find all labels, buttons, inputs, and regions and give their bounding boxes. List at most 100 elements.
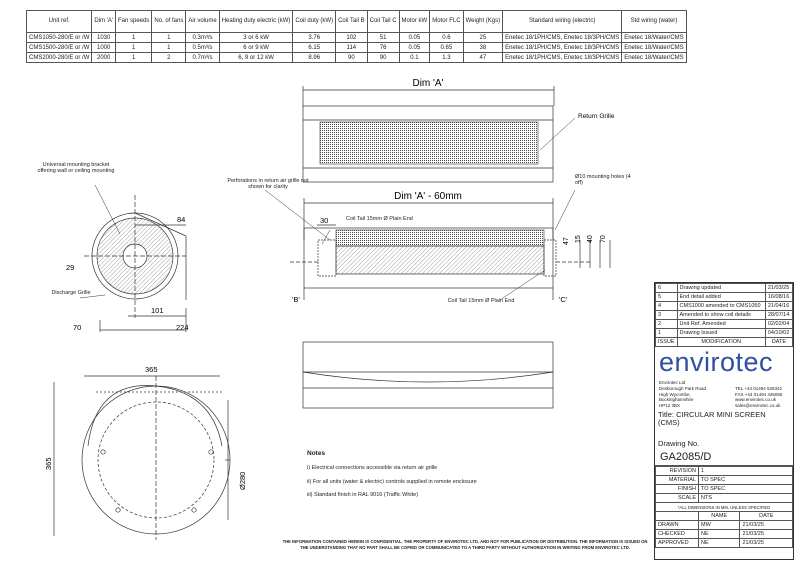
revision-cell: Unit Ref. Amended <box>676 319 766 329</box>
coil-tail-top-label: Coil Tail 15mm Ø Plain End <box>346 216 413 222</box>
revision-cell: Drawing updated <box>676 283 766 293</box>
revision-cell: 2 <box>655 319 678 329</box>
plan-view <box>53 375 231 540</box>
signoff-cell: APPROVED <box>655 538 699 548</box>
rev-header-date: DATE <box>764 337 794 347</box>
section-view <box>290 198 611 300</box>
revision-cell: 21/04/16 <box>764 301 794 311</box>
signoff-cell: CHECKED <box>655 529 699 539</box>
notes-title: Notes <box>307 450 326 457</box>
discharge-grille-label: Discharge Grille <box>51 290 91 296</box>
top-view <box>302 86 555 183</box>
universal-bracket-label: Universal mounting bracket offering wall… <box>37 162 115 174</box>
dim-70: 70 <box>73 323 81 332</box>
signoff-cell: 21/03/25 <box>739 529 793 539</box>
company-block: envirotec Envirotec Ltd Desborough Park … <box>655 347 793 466</box>
company-contact: TEL +44 01494 525342 FAX +44 01494 44505… <box>735 386 783 408</box>
return-grille-label: Return Grille <box>578 113 615 120</box>
perforations-label: Perforations in return air grille not sh… <box>227 178 309 190</box>
spec-header-cell: Coil duty (kW) <box>292 10 337 33</box>
material-value: TO SPEC <box>698 475 793 485</box>
signoff-cell: MW <box>697 520 741 530</box>
spec-header-cell: Air volume <box>185 10 220 33</box>
dim-280: Ø280 <box>238 472 247 490</box>
revision-cell: Drawing Issued <box>676 328 766 338</box>
revision-cell: 02/02/04 <box>764 319 794 329</box>
signoff-cell: NE <box>697 538 741 548</box>
spec-cell: 90 <box>366 52 400 63</box>
end-view <box>84 195 187 332</box>
revision-cell: 21/03/25 <box>764 283 794 293</box>
spec-cell: 0.7m³/s <box>185 52 220 63</box>
dim-c: 'C' <box>559 295 568 304</box>
technical-drawing: Dim 'A' Dim 'A' - 60mm Return Grille 84 … <box>44 78 615 540</box>
spec-header-cell: Motor FLC <box>429 10 464 33</box>
spec-cell: CMS2000-280/E or /W <box>25 52 93 63</box>
dim-30: 30 <box>320 216 328 225</box>
front-elevation <box>302 341 554 409</box>
revision-cell: 6 <box>655 283 678 293</box>
revision-value: 1 <box>698 466 793 476</box>
signoff-cell: NE <box>697 529 741 539</box>
revision-cell: 1 <box>655 328 678 338</box>
company-logo: envirotec <box>659 347 774 377</box>
mounting-holes-label: Ø10 mounting holes (4 off) <box>575 174 631 186</box>
note-2: ii) For all units (water & electric) con… <box>307 479 477 485</box>
confidentiality-footer: THE INFORMATION CONTAINED HEREIN IS CONF… <box>282 539 648 550</box>
dim-365-w: 365 <box>145 365 158 374</box>
revision-cell: Amended to show coil details <box>676 310 766 320</box>
dim-101: 101 <box>151 306 164 315</box>
signoff-cell: 21/03/25 <box>739 538 793 548</box>
spec-cell: 6, 9 or 12 kW <box>218 52 294 63</box>
coil-tail-bottom-label: Coil Tail 15mm Ø Plain End <box>447 298 515 304</box>
spec-cell: 1.3 <box>429 52 464 63</box>
revision-cell: 5 <box>655 292 678 302</box>
revision-cell: End detail added <box>676 292 766 302</box>
dim-224: 224 <box>176 323 189 332</box>
company-name: Envirotec Ltd <box>659 380 686 385</box>
signoff-cell: 21/03/25 <box>739 520 793 530</box>
rev-header-issue: ISSUE <box>655 337 678 347</box>
spec-cell: Enetec 18/Water/CMS <box>621 52 687 63</box>
drawing-title: Title: CIRCULAR MINI SCREEN (CMS) <box>658 410 766 427</box>
dim-47: 47 <box>563 237 570 245</box>
dim-b: 'B' <box>292 295 300 304</box>
note-3: iii) Standard finish in RAL 9016 (Traffi… <box>307 492 419 498</box>
revision-cell: 16/08/16 <box>764 292 794 302</box>
dims-note: *ALL DIMENSIONS IN MM, UNLESS SPECIFIED <box>655 502 793 512</box>
spec-cell: 8.96 <box>292 52 337 63</box>
dim-29: 29 <box>66 263 74 272</box>
dim-40: 40 <box>587 235 594 243</box>
company-address: Desborough Park Road High Wycombe, Bucki… <box>659 386 707 408</box>
rev-header-mod: MODIFICATION <box>676 337 766 347</box>
revision-cell: 4 <box>655 301 678 311</box>
spec-header-cell: Std wiring (water) <box>621 10 687 33</box>
dim-a-60-label: Dim 'A' - 60mm <box>394 191 462 202</box>
revision-cell: 28/07/14 <box>764 310 794 320</box>
dim-70b: 70 <box>600 235 607 243</box>
dim-365-h: 365 <box>44 457 53 470</box>
dim-15: 15 <box>575 235 582 243</box>
spec-cell: 1 <box>114 52 153 63</box>
dim-a-label: Dim 'A' <box>412 78 443 89</box>
dim-84: 84 <box>177 215 185 224</box>
revision-cell: 04/10/02 <box>764 328 794 338</box>
revision-cell: 3 <box>655 310 678 320</box>
revision-cell: CMS1000 amended to CMS1050 <box>676 301 766 311</box>
note-1: i) Electrical connections accessible via… <box>307 465 438 471</box>
